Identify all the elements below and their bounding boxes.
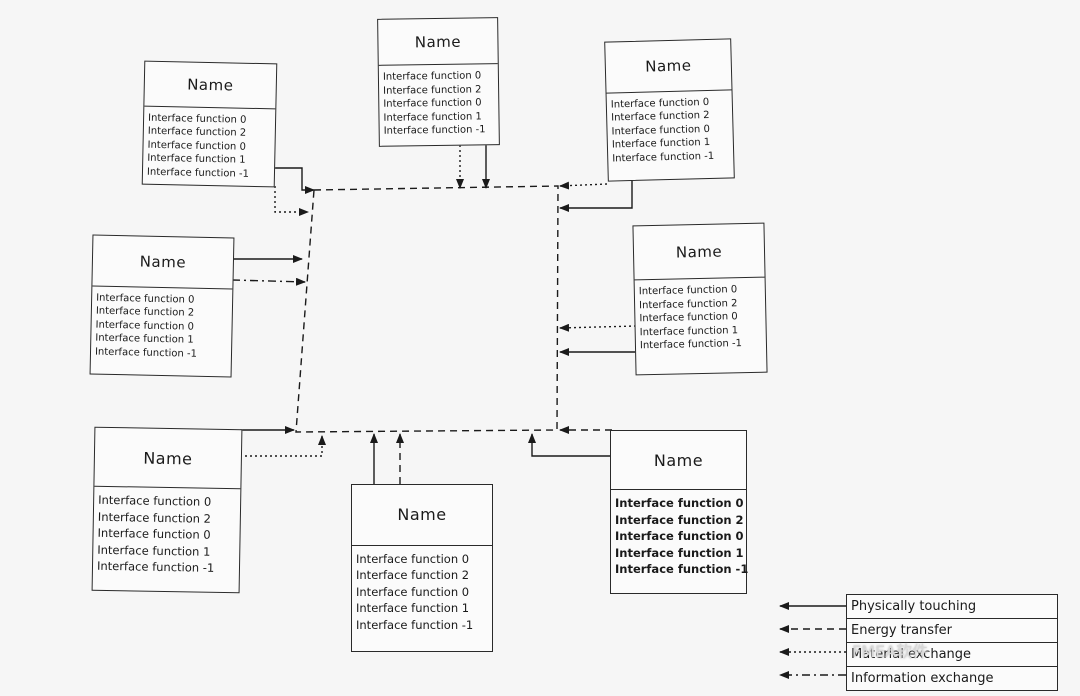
link-dotted (559, 181, 608, 190)
interface-function: Interface function -1 (146, 166, 250, 180)
component-title: Name (92, 235, 234, 290)
system-boundary (295, 185, 559, 433)
interface-function-list: Interface function 0 Interface function … (93, 487, 241, 577)
component-box: Name Interface function 0 Interface func… (604, 38, 735, 182)
watermark: FMEA软件 (852, 642, 929, 661)
interface-function-list: Interface function 0 Interface function … (635, 278, 766, 353)
interface-function: Interface function -1 (615, 562, 749, 577)
component-title: Name (611, 431, 746, 491)
legend-label-material-exchange: Material exchange (847, 643, 1057, 667)
interface-function-list: Interface function 0 Interface function … (379, 65, 499, 139)
link-dotted (559, 323, 637, 332)
component-title: Name (605, 39, 732, 94)
component-title: Name (378, 18, 498, 67)
legend-label-energy-transfer: Energy transfer (847, 619, 1057, 643)
interface-function-list: Interface function 0 Interface function … (91, 286, 232, 361)
interface-function: Interface function 0 (615, 529, 744, 544)
interface-function: Interface function 0 (382, 70, 482, 84)
component-title: Name (352, 485, 492, 546)
interface-function: Interface function -1 (383, 124, 486, 138)
component-box: Name Interface function 0 Interface func… (91, 426, 243, 594)
interface-function: Interface function 1 (615, 545, 744, 560)
interface-function: Interface function 1 (356, 601, 470, 616)
link-dash-dot (231, 277, 306, 286)
interface-function-list: Interface function 0 Interface function … (352, 546, 492, 634)
component-title: Name (144, 61, 277, 110)
component-box: Name Interface function 0 Interface func… (377, 17, 500, 147)
link-dotted (240, 435, 326, 457)
component-box: Name Interface function 0 Interface func… (351, 484, 493, 652)
legend: Physically touching Energy transfer Mate… (846, 594, 1058, 691)
component-box: Name Interface function 0 Interface func… (632, 222, 768, 376)
legend-label-information-exchange: Information exchange (847, 667, 1057, 691)
link-solid (559, 178, 633, 212)
interface-function: Interface function -1 (94, 346, 198, 360)
component-box: Name Interface function 0 Interface func… (141, 60, 278, 188)
interface-function: Interface function -1 (612, 150, 715, 165)
component-title: Name (633, 223, 765, 281)
component-box: Name Interface function 0 Interface func… (89, 234, 235, 378)
component-title: Name (94, 427, 242, 490)
interface-function: Interface function -1 (639, 338, 743, 352)
link-dotted (274, 186, 309, 216)
interface-function: Interface function 0 (383, 97, 482, 111)
interface-function-list: Interface function 0 Interface function … (607, 90, 734, 166)
interface-function: Interface function -1 (356, 617, 474, 632)
component-box: Name Interface function 0 Interface func… (610, 430, 749, 594)
interface-function: Interface function 2 (356, 568, 470, 583)
link-solid (528, 433, 612, 457)
interface-function: Interface function 0 (615, 496, 744, 511)
interface-function: Interface function 0 (356, 551, 470, 566)
legend-label-physically-touching: Physically touching (847, 595, 1057, 619)
interface-function: Interface function -1 (96, 559, 215, 576)
interface-function: Interface function 0 (356, 584, 470, 599)
interface-function-list: Interface function 0 Interface function … (611, 490, 749, 578)
interface-function-list: Interface function 0 Interface function … (143, 107, 275, 182)
interface-function: Interface function 2 (615, 512, 744, 527)
